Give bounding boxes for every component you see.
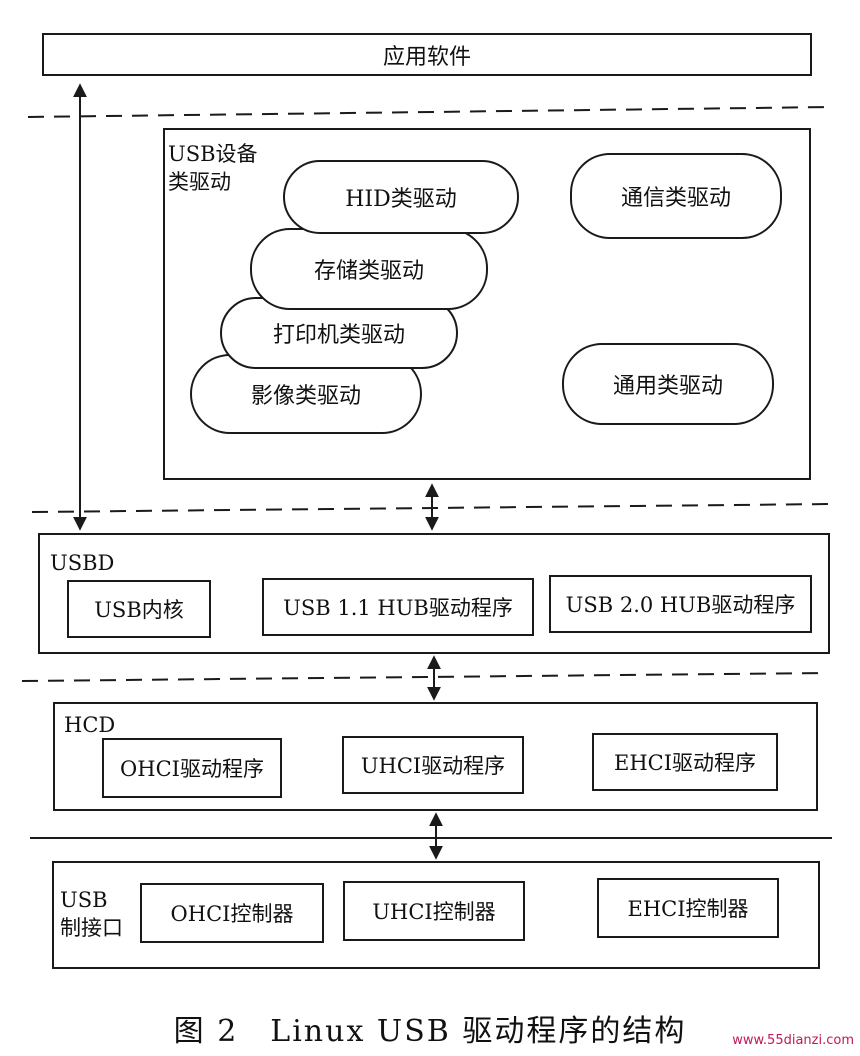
ehci-driver-label: EHCI驱动程序	[613, 751, 756, 775]
ohci-controller-box: OHCI控制器	[140, 883, 324, 943]
usb20-hub-driver-label: USB 2.0 HUB驱动程序	[565, 593, 796, 617]
hid-class-driver-label: HID类驱动	[345, 187, 457, 212]
figure-caption: 图 2 Linux USB 驱动程序的结构	[173, 1014, 687, 1049]
usbd-title: USBD	[50, 551, 115, 575]
comm-class-driver-label: 通信类驱动	[620, 186, 731, 211]
watermark: www.55dianzi.com	[732, 1033, 854, 1048]
comm-class-driver: 通信类驱动	[570, 153, 782, 239]
imaging-class-driver-label: 影像类驱动	[250, 384, 361, 409]
class-driver-title-line1: USB设备	[168, 142, 258, 166]
usb20-hub-driver-box: USB 2.0 HUB驱动程序	[549, 575, 812, 633]
ehci-driver-box: EHCI驱动程序	[592, 733, 778, 791]
hcd-title: HCD	[64, 713, 116, 737]
hid-class-driver: HID类驱动	[283, 160, 519, 234]
app-software-layer: 应用软件	[42, 33, 812, 76]
ehci-controller-label: EHCI控制器	[627, 897, 749, 921]
uhci-controller-box: UHCI控制器	[343, 881, 525, 941]
uhci-controller-label: UHCI控制器	[372, 900, 496, 924]
usb-core-label: USB内核	[94, 598, 184, 622]
storage-class-driver-label: 存储类驱动	[313, 259, 424, 284]
app-software-label: 应用软件	[382, 44, 471, 70]
interface-title-line2: 制接口	[60, 916, 123, 940]
class-driver-title-line2: 类驱动	[168, 170, 231, 194]
dashed-separator-3	[21, 672, 827, 682]
general-class-driver: 通用类驱动	[562, 343, 774, 425]
ehci-controller-box: EHCI控制器	[597, 878, 779, 938]
uhci-driver-label: UHCI驱动程序	[360, 754, 506, 778]
interface-title-line1: USB	[60, 888, 108, 912]
general-class-driver-label: 通用类驱动	[612, 374, 723, 399]
usb11-hub-driver-box: USB 1.1 HUB驱动程序	[262, 578, 534, 636]
printer-class-driver-label: 打印机类驱动	[272, 323, 405, 348]
usb-core-box: USB内核	[67, 580, 211, 638]
ohci-driver-box: OHCI驱动程序	[102, 738, 282, 798]
uhci-driver-box: UHCI驱动程序	[342, 736, 524, 794]
storage-class-driver: 存储类驱动	[250, 228, 488, 310]
dashed-separator-1	[27, 106, 833, 118]
ohci-controller-label: OHCI控制器	[170, 902, 294, 926]
usb11-hub-driver-label: USB 1.1 HUB驱动程序	[283, 596, 513, 620]
ohci-driver-label: OHCI驱动程序	[120, 757, 264, 781]
